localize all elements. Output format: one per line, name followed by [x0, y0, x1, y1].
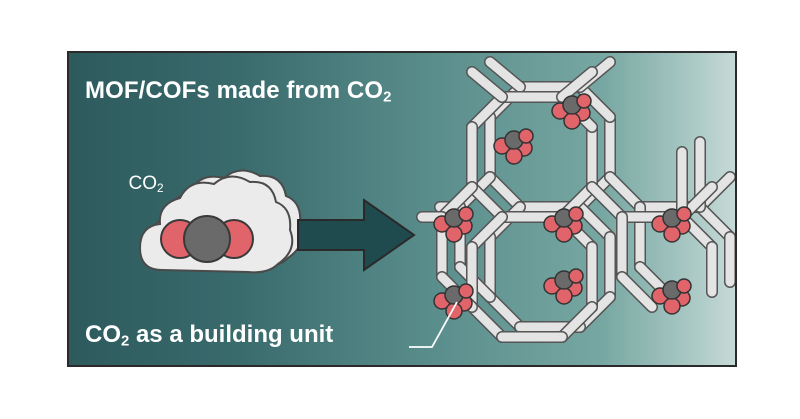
node-5-oxygen-d	[568, 268, 584, 284]
linker-back-20	[695, 202, 735, 242]
node-2-oxygen-d	[568, 206, 584, 222]
linker-back-15	[605, 172, 645, 212]
linker-front-26	[557, 67, 597, 102]
node-2-oxygen-c	[555, 225, 573, 243]
node-6-oxygen-d	[676, 278, 692, 294]
diagram-artwork	[138, 56, 735, 348]
diagram-caption: CO2 as a building unit	[85, 321, 334, 350]
right-arrow-icon	[297, 198, 416, 272]
node-0-oxygen-c	[563, 112, 581, 130]
linker-front-15	[587, 182, 627, 222]
linker-front-2	[467, 182, 507, 222]
co2-molecule	[160, 215, 254, 263]
linker-back-11	[575, 202, 615, 242]
node-4-oxygen-d	[458, 283, 474, 299]
linker-front-19	[617, 272, 657, 312]
node-1-oxygen-d	[458, 206, 474, 222]
caption-pointer-line	[409, 301, 458, 348]
linker-front-27	[467, 67, 507, 102]
framework-structure	[416, 56, 735, 343]
node-7-oxygen-d	[518, 128, 534, 144]
node-7-oxygen-c	[505, 147, 523, 165]
node-1-oxygen-c	[445, 225, 463, 243]
linker-front-0	[467, 92, 507, 132]
co2-molecule-label: CO2	[128, 173, 164, 195]
node-3-oxygen-c	[663, 225, 681, 243]
linker-front-8	[467, 212, 507, 252]
node-3-oxygen-d	[676, 206, 692, 222]
node-0-oxygen-d	[576, 93, 592, 109]
linker-back-27	[485, 57, 525, 92]
linker-back-2	[485, 172, 525, 212]
linker-front-13	[557, 302, 597, 342]
linker-back-10	[485, 292, 525, 332]
carbon-atom	[183, 215, 231, 263]
diagram-title: MOF/COFs made from CO2	[85, 77, 392, 106]
node-5-oxygen-c	[555, 287, 573, 305]
node-6-oxygen-c	[663, 297, 681, 315]
linker-front-10	[467, 302, 507, 342]
diagram-panel: MOF/COFs made from CO2 CO2 CO2 as a buil…	[67, 51, 737, 367]
linker-back-6	[575, 82, 615, 122]
